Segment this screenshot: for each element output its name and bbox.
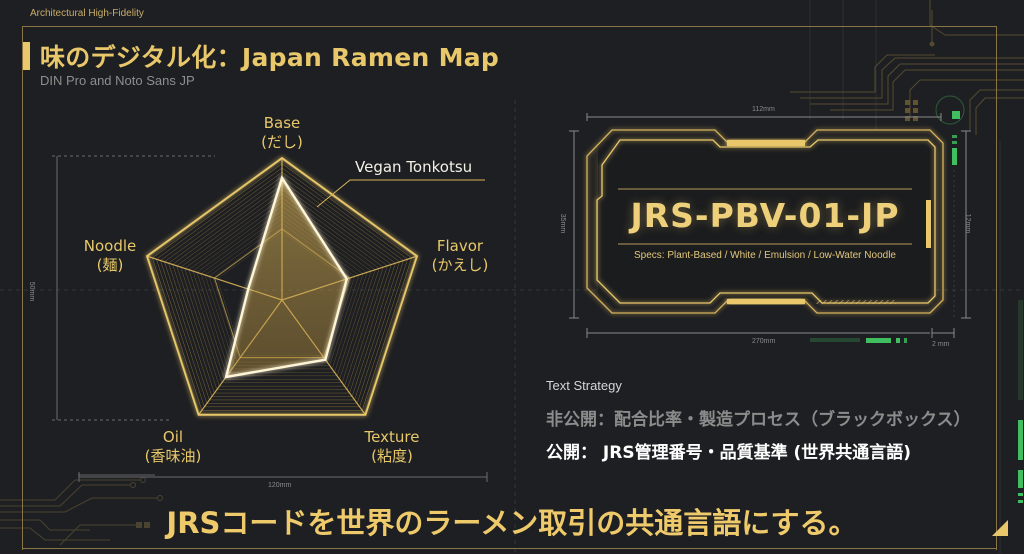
card-dim-left: 35mm <box>559 213 567 234</box>
card-status-bars <box>810 338 907 343</box>
radar-axis-oil: Oil (香味油) <box>133 428 213 466</box>
content-frame <box>22 26 997 550</box>
card-dimension-lines <box>569 113 971 338</box>
radar-axis-flavor: Flavor (かえし) <box>420 237 500 275</box>
card-dim-right: 12mm <box>964 213 972 234</box>
axis-label: Base <box>263 114 301 132</box>
right-edge-status-bars <box>1018 300 1023 503</box>
page-title: 味のデジタル化：Japan Ramen Map <box>40 43 500 72</box>
circuit-traces-top-right <box>790 0 1024 135</box>
axis-label: Noodle <box>83 237 137 255</box>
content-frame-bottom <box>22 548 997 549</box>
strategy-public: 公開： JRS管理番号・品質基準 (世界共通言語) <box>546 443 912 463</box>
axis-label: Flavor <box>436 237 484 255</box>
axis-label: Oil <box>162 428 184 446</box>
page-subtitle: DIN Pro and Noto Sans JP <box>40 73 195 88</box>
radar-chart <box>145 156 485 416</box>
tagline: JRSコードを世界のラーメン取引の共通言語にする。 <box>166 506 858 540</box>
circuit-traces-bottom-left <box>0 474 163 546</box>
radar-dimension-lines <box>52 155 488 482</box>
axis-sublabel: (粘度) <box>371 447 413 465</box>
jrs-specs: Specs: Plant-Based / White / Emulsion / … <box>634 250 896 261</box>
strategy-heading: Text Strategy <box>546 378 622 393</box>
code-card-frame <box>586 129 944 314</box>
axis-sublabel: (かえし) <box>431 256 489 274</box>
axis-label: Texture <box>364 428 420 446</box>
radar-axis-base: Base (だし) <box>252 114 312 152</box>
radar-axis-noodle: Noodle (麺) <box>70 237 150 275</box>
axis-sublabel: (麺) <box>96 256 124 274</box>
strategy-private: 非公開：配合比率・製造プロセス（ブラックボックス） <box>546 410 971 430</box>
radar-axis-texture: Texture (粘度) <box>352 428 432 466</box>
card-dim-bottom: 270mm <box>752 338 776 345</box>
axis-sublabel: (香味油) <box>144 447 202 465</box>
series-label-vegan-tonkotsu: Vegan Tonkotsu <box>355 158 473 176</box>
jrs-code: JRS-PBV-01-JP <box>630 196 900 235</box>
status-led-icon <box>952 111 960 119</box>
corner-triangle-icon <box>992 520 1008 536</box>
top-label: Architectural High-Fidelity <box>30 8 144 19</box>
background-grid <box>0 100 1024 554</box>
chip-pads <box>905 100 918 121</box>
card-dim-bottom-small: 2 mm <box>932 341 950 348</box>
radar-dim-width: 120mm <box>268 482 292 489</box>
radar-dim-height: 50mm <box>28 281 36 302</box>
axis-sublabel: (だし) <box>261 133 303 151</box>
card-dim-top: 112mm <box>752 106 775 113</box>
title-accent-bar <box>23 42 30 70</box>
